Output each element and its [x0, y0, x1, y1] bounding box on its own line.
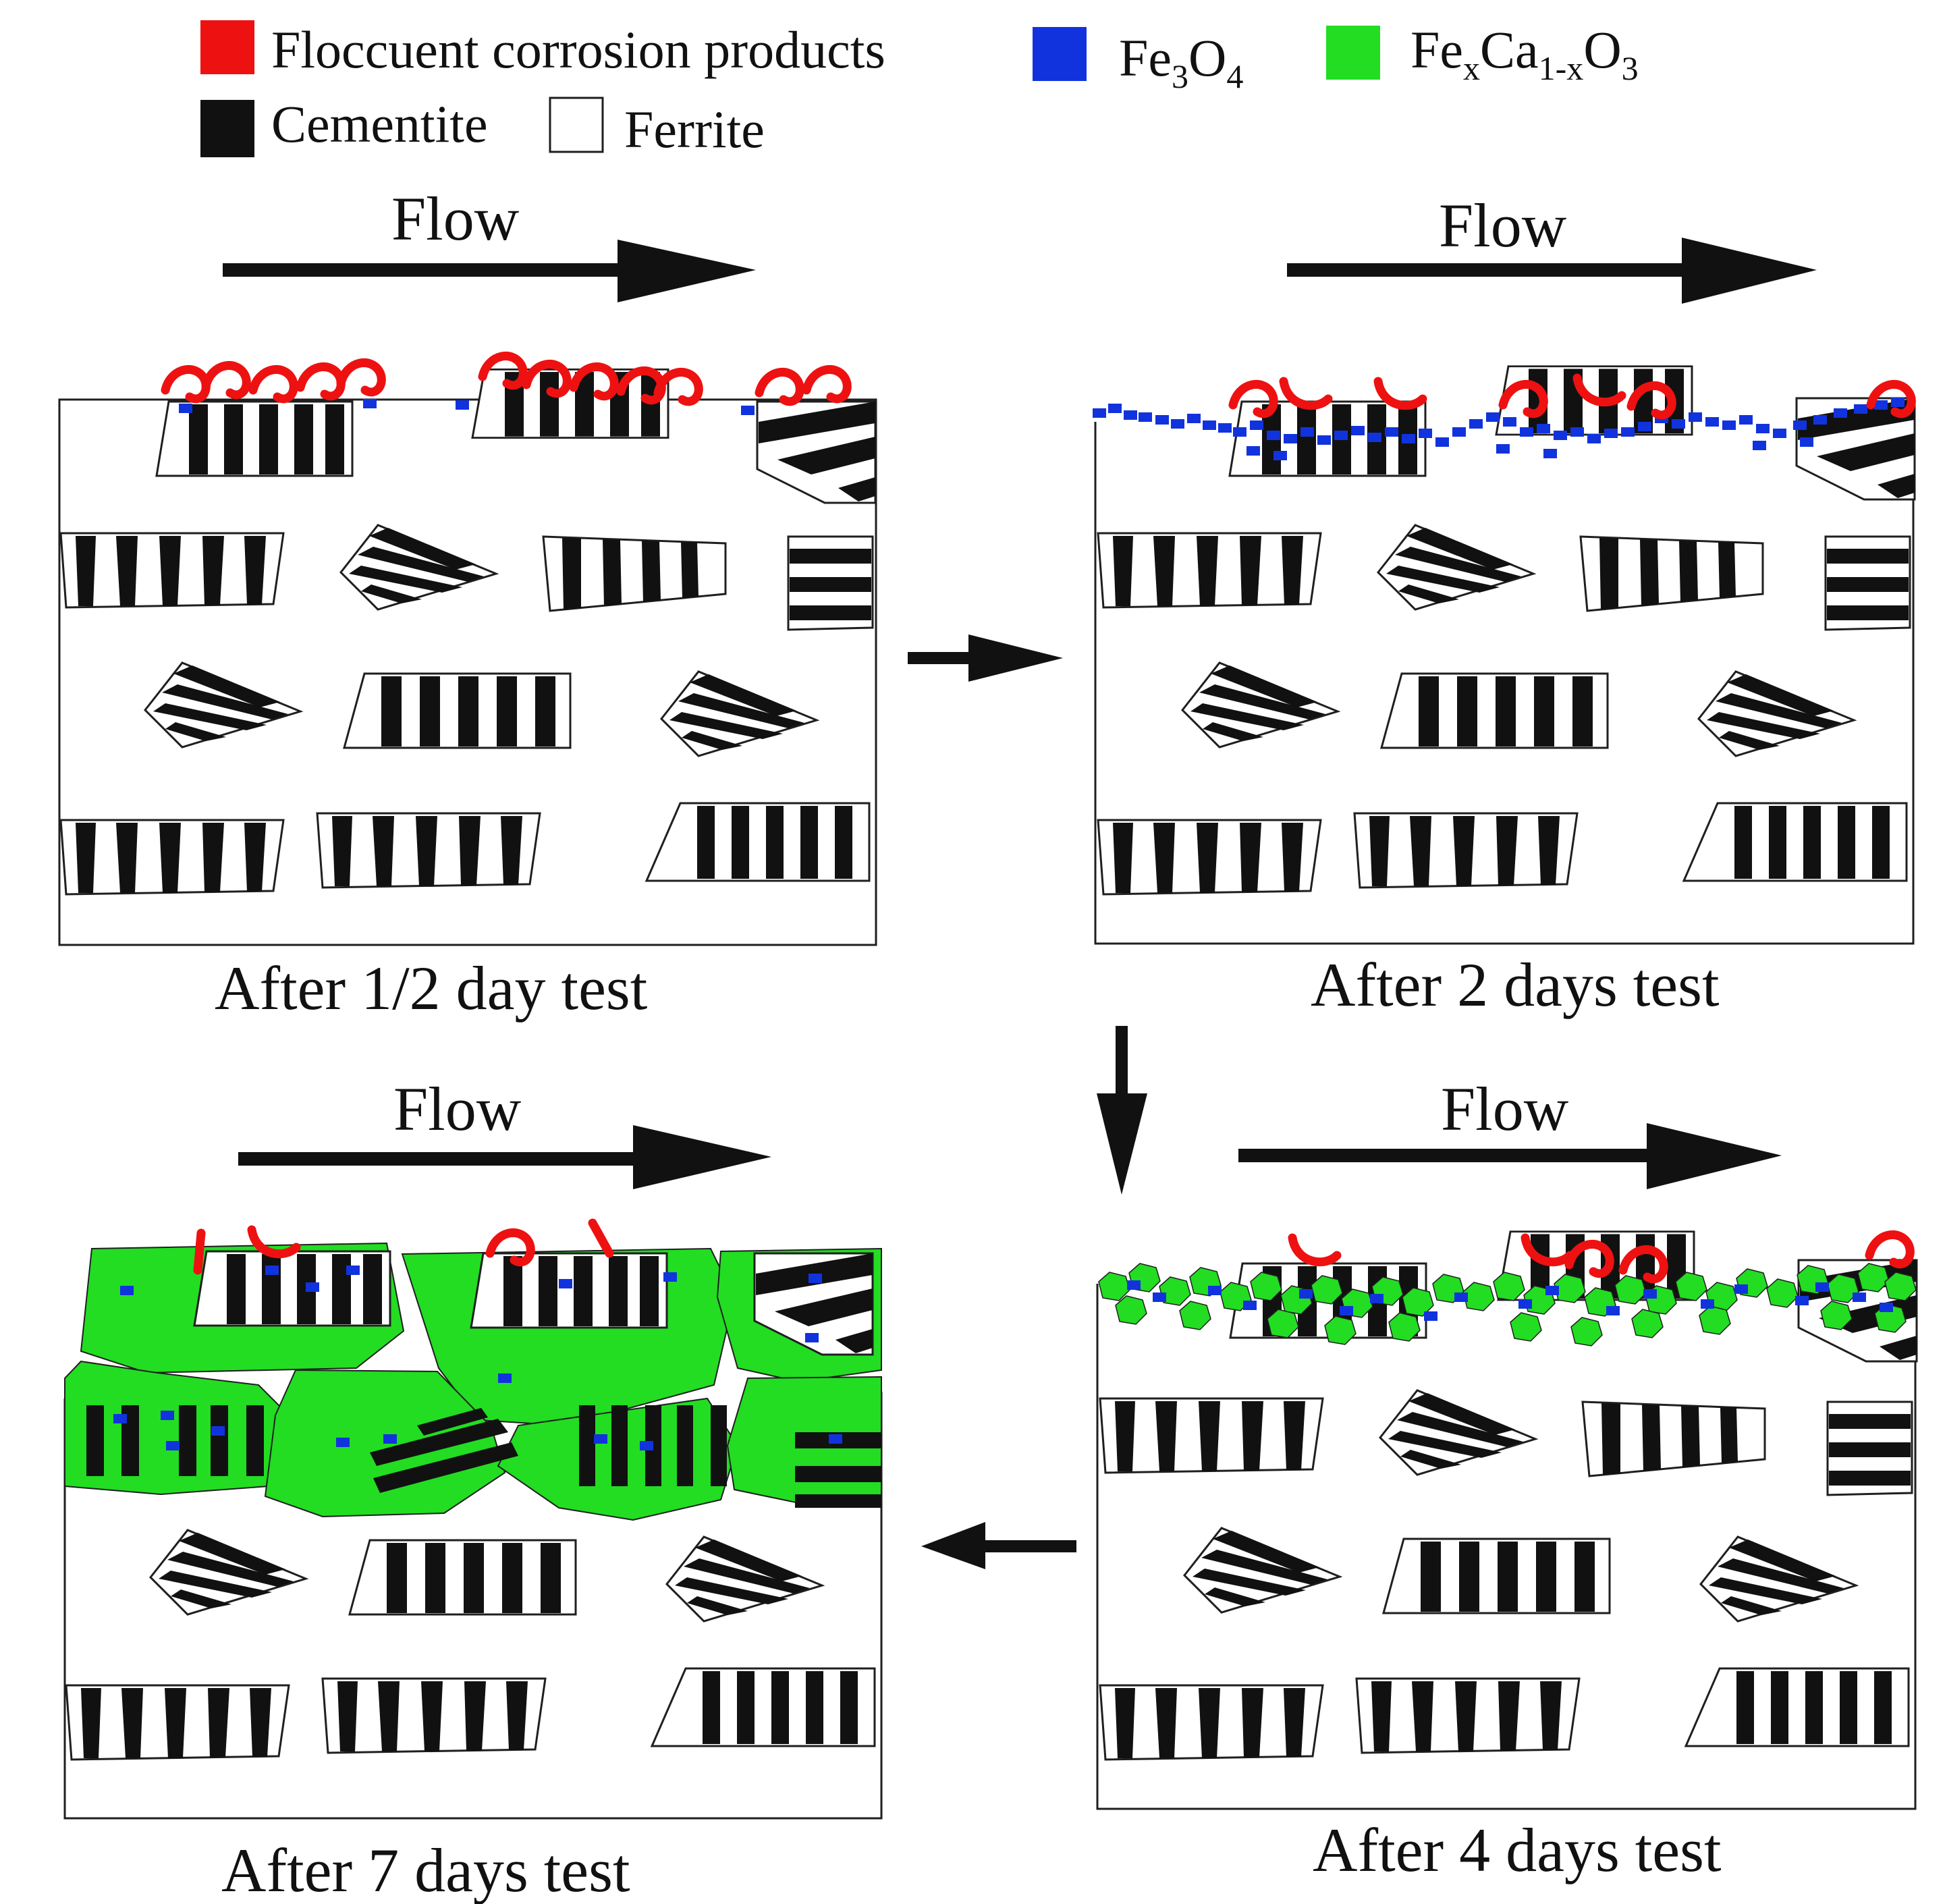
legend-swatch-floccuent [200, 20, 254, 74]
legend-label-fe3o4: Fe3O4 [1119, 28, 1243, 95]
legend-swatch-cementite [200, 100, 254, 157]
flow-arrow [1287, 238, 1817, 304]
fexca-scale [64, 1242, 882, 1521]
panel-4-days: Flow [1096, 1075, 1918, 1884]
legend-item-ferrite: Ferrite [549, 97, 765, 159]
steel-cross-section [1094, 404, 1915, 945]
legend-item-fe3o4: Fe3O4 [1033, 27, 1243, 95]
flow-label: Flow [393, 1075, 522, 1143]
legend: Floccuent corrosion products Fe3O4 FexCa… [200, 20, 1639, 159]
panel-7-days: Flow [63, 1075, 883, 1904]
panel-caption: After 7 days test [221, 1836, 630, 1904]
panel-caption: After 2 days test [1311, 950, 1720, 1019]
lower-bulk-grains [65, 1529, 876, 1761]
flow-arrow [223, 240, 756, 302]
legend-item-cementite: Cementite [200, 94, 488, 157]
legend-swatch-fe3o4 [1033, 27, 1087, 81]
legend-label-cementite: Cementite [271, 94, 488, 153]
legend-label-fexca: FexCa1-xO3 [1410, 20, 1639, 87]
flow-arrow [238, 1125, 771, 1189]
floccuent-products [193, 1218, 614, 1275]
legend-swatch-ferrite [549, 97, 604, 153]
mixed-oxide-layer [1098, 1263, 1917, 1347]
steel-cross-section [1096, 1270, 1917, 1810]
panel-half-day: Flow After 1/2 day test [58, 184, 877, 1023]
flow-label: Flow [1439, 191, 1567, 260]
sequence-arrow-left [921, 1522, 1076, 1569]
panel-caption: After 1/2 day test [215, 954, 648, 1023]
panel-2-days: Flow [1093, 191, 1915, 1019]
sequence-arrow-down [1097, 1026, 1147, 1195]
steel-cross-section [58, 398, 877, 946]
flow-arrow [1238, 1123, 1782, 1189]
steel-cross-section [63, 1392, 883, 1820]
panel-caption: After 4 days test [1313, 1816, 1722, 1884]
legend-item-floccuent: Floccuent corrosion products [200, 20, 885, 79]
legend-label-ferrite: Ferrite [624, 100, 765, 159]
bulk-grains [61, 525, 873, 894]
legend-label-floccuent: Floccuent corrosion products [271, 20, 885, 79]
legend-swatch-fexca [1326, 26, 1380, 80]
flow-label: Flow [1441, 1075, 1569, 1143]
surface-grains [155, 368, 877, 504]
sequence-arrow-right [908, 634, 1063, 682]
bulk-grains [1098, 525, 1910, 894]
flow-label: Flow [391, 184, 520, 253]
legend-item-fexca: FexCa1-xO3 [1326, 20, 1639, 87]
bulk-grains [1100, 1390, 1912, 1760]
